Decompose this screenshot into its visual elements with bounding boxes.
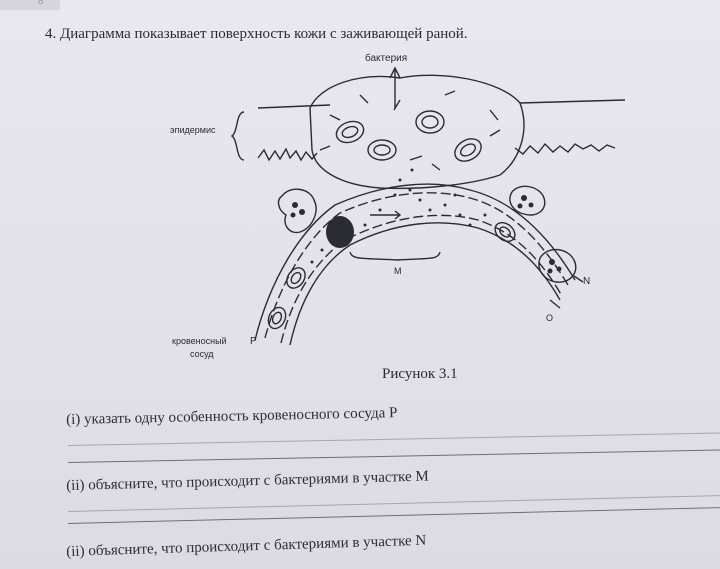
vessel-wall-outer-left <box>254 183 576 341</box>
answer-line <box>67 432 720 446</box>
label-O: O <box>546 313 554 323</box>
label-epidermis: эпидермис <box>170 125 216 135</box>
epidermis-edge-left <box>257 147 318 162</box>
M-bracket <box>349 251 441 261</box>
vessel-wall-outer-right <box>289 222 561 346</box>
subquestion-1: (i) указать одну особенность кровеносног… <box>66 405 398 428</box>
phagocyte-nucleus <box>326 216 354 248</box>
figure-caption: Рисунок 3.1 <box>382 366 458 382</box>
epidermis-edge-right <box>514 142 616 155</box>
question-title: 4. Диаграмма показывает поверхность кожи… <box>45 26 468 42</box>
phagocyte-left <box>277 188 317 234</box>
label-N: N <box>583 276 591 287</box>
label-blood-vessel-line1: кровеносный <box>172 336 227 346</box>
subquestion-3: (ii) объясните, что происходит с бактери… <box>66 532 427 560</box>
label-bacteria: бактерия <box>365 53 408 64</box>
wound-diagram <box>230 66 626 346</box>
answer-line <box>67 449 720 463</box>
skin-surface-line <box>257 99 626 109</box>
label-P: P <box>250 336 257 347</box>
label-blood-vessel-line2: сосуд <box>190 349 214 359</box>
epidermis-bracket <box>230 111 245 161</box>
corner-tab: 8 <box>0 0 60 10</box>
corner-glyph: 8 <box>38 0 44 7</box>
subquestion-2: (ii) объясните, что происходит с бактери… <box>66 468 429 494</box>
phagocyte-N <box>538 248 577 283</box>
scab-outline <box>309 74 525 190</box>
phagocyte-right-top <box>509 185 546 216</box>
label-M: M <box>394 266 402 276</box>
